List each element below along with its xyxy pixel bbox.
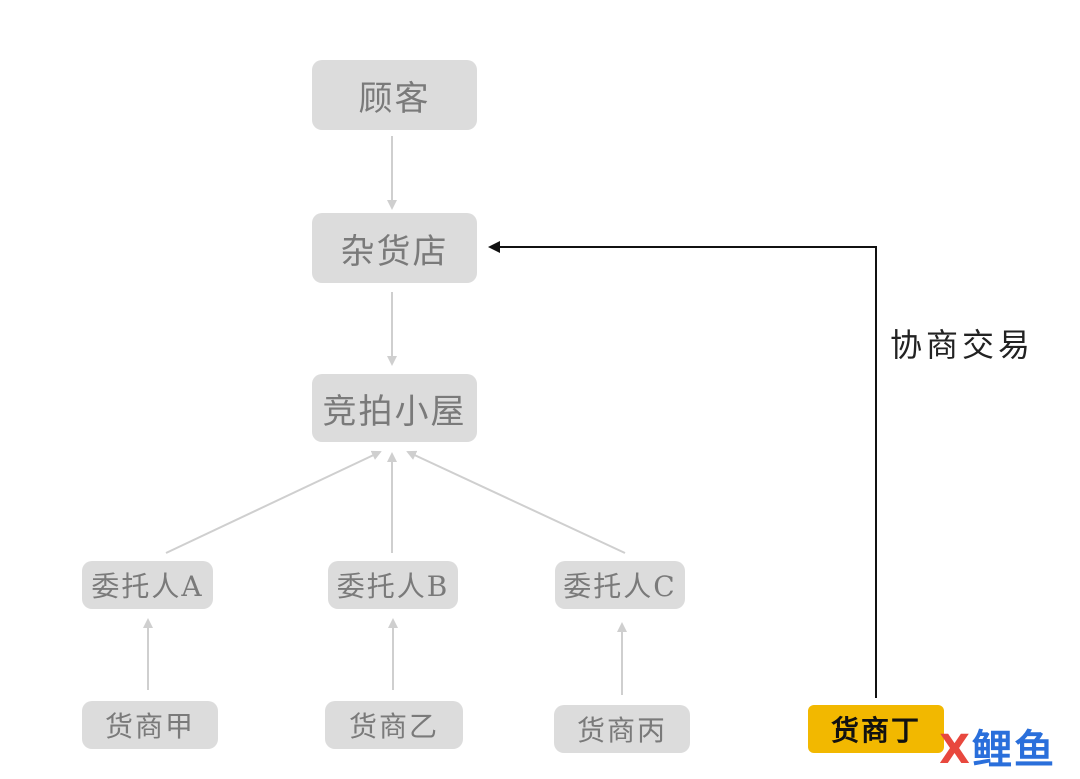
watermark-logo: X鲤鱼: [939, 717, 1056, 775]
node-auction-house: 竞拍小屋: [312, 374, 477, 442]
node-merchant-jia: 货商甲: [82, 701, 218, 749]
watermark-text: 鲤鱼: [972, 727, 1056, 773]
node-merchant-yi: 货商乙: [325, 701, 463, 749]
edge-consignor-a-auction: [165, 450, 382, 554]
node-consignor-a: 委托人A: [82, 561, 213, 609]
node-consignor-c: 委托人C: [555, 561, 685, 609]
node-merchant-bing: 货商丙: [554, 705, 690, 753]
node-consignor-b: 委托人B: [328, 561, 458, 609]
node-grocery: 杂货店: [312, 213, 477, 283]
node-merchant-ding: 货商丁: [808, 705, 944, 753]
node-customer: 顾客: [312, 60, 477, 130]
watermark-mark: X: [939, 727, 972, 773]
edge-merchant-ding-grocery: [488, 241, 877, 698]
edge-consignor-c-auction: [406, 450, 626, 554]
edge-label-negotiated-trade: 协商交易: [890, 326, 1035, 364]
